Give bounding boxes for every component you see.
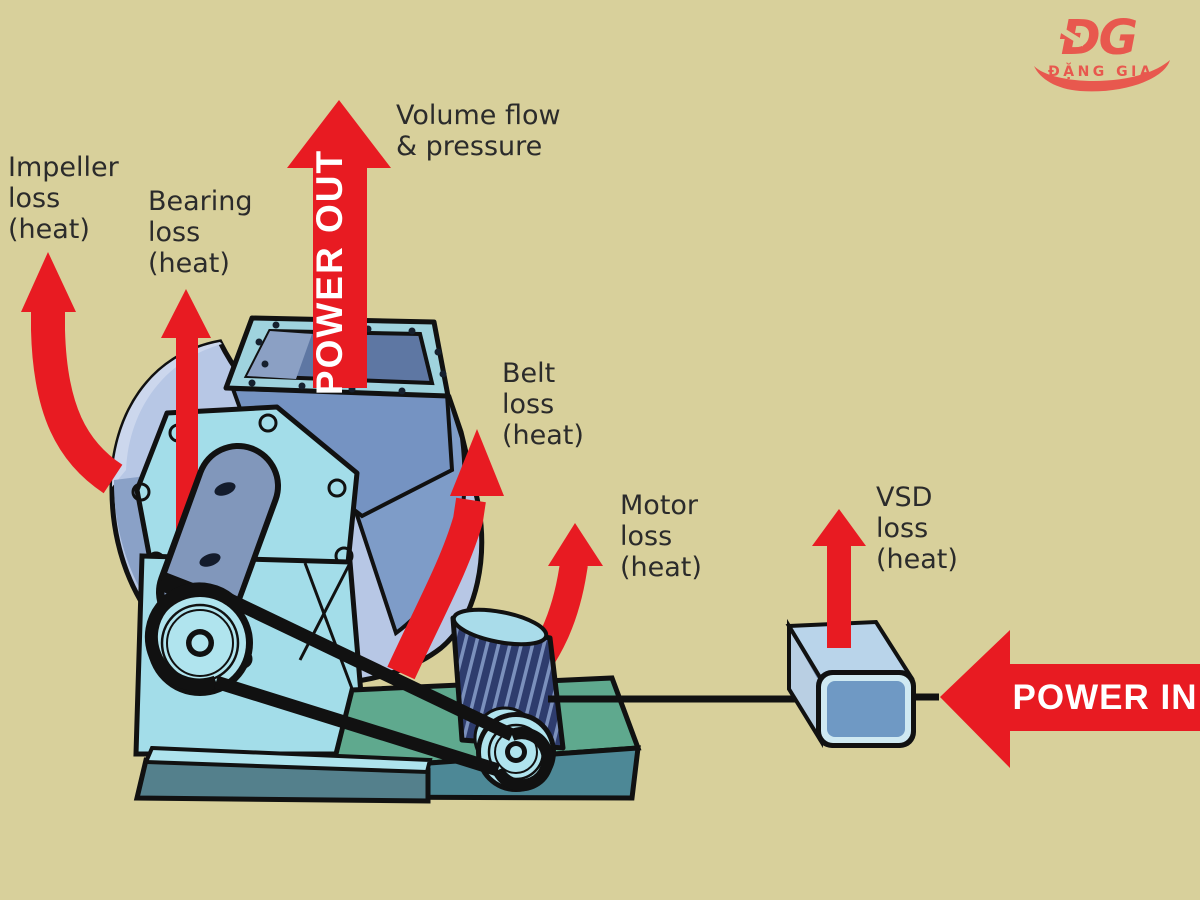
volume-flow-label: Volume flow & pressure (396, 100, 561, 162)
bearing-loss-label: Bearing loss (heat) (148, 186, 253, 279)
power-in-arrow (940, 630, 1200, 768)
fan-base (133, 745, 433, 804)
motor-end-cap (451, 607, 549, 647)
power-in-label: POWER IN (1012, 678, 1198, 717)
dang-gia-logo: ĐG ĐẶNG GIA (1034, 10, 1170, 92)
logo-company-name: ĐẶNG GIA (1048, 62, 1154, 80)
impeller-loss-label: Impeller loss (heat) (8, 152, 119, 245)
outlet-flange (223, 315, 451, 399)
power-out-arrow (287, 100, 391, 388)
belt-loss-arrow (387, 429, 504, 680)
logo-arrow-icon (1042, 17, 1086, 47)
impeller-loss-arrow (21, 252, 123, 494)
logo-swoosh (1034, 60, 1170, 92)
vsd-loss-label: VSD loss (heat) (876, 482, 958, 575)
vsd-box (785, 618, 916, 749)
drive-belt (144, 582, 554, 792)
vsd-loss-arrow (812, 509, 866, 648)
belt-loss-label: Belt loss (heat) (502, 358, 584, 451)
motor-loss-label: Motor loss (heat) (620, 490, 702, 583)
power-out-label: POWER OUT (309, 148, 350, 396)
